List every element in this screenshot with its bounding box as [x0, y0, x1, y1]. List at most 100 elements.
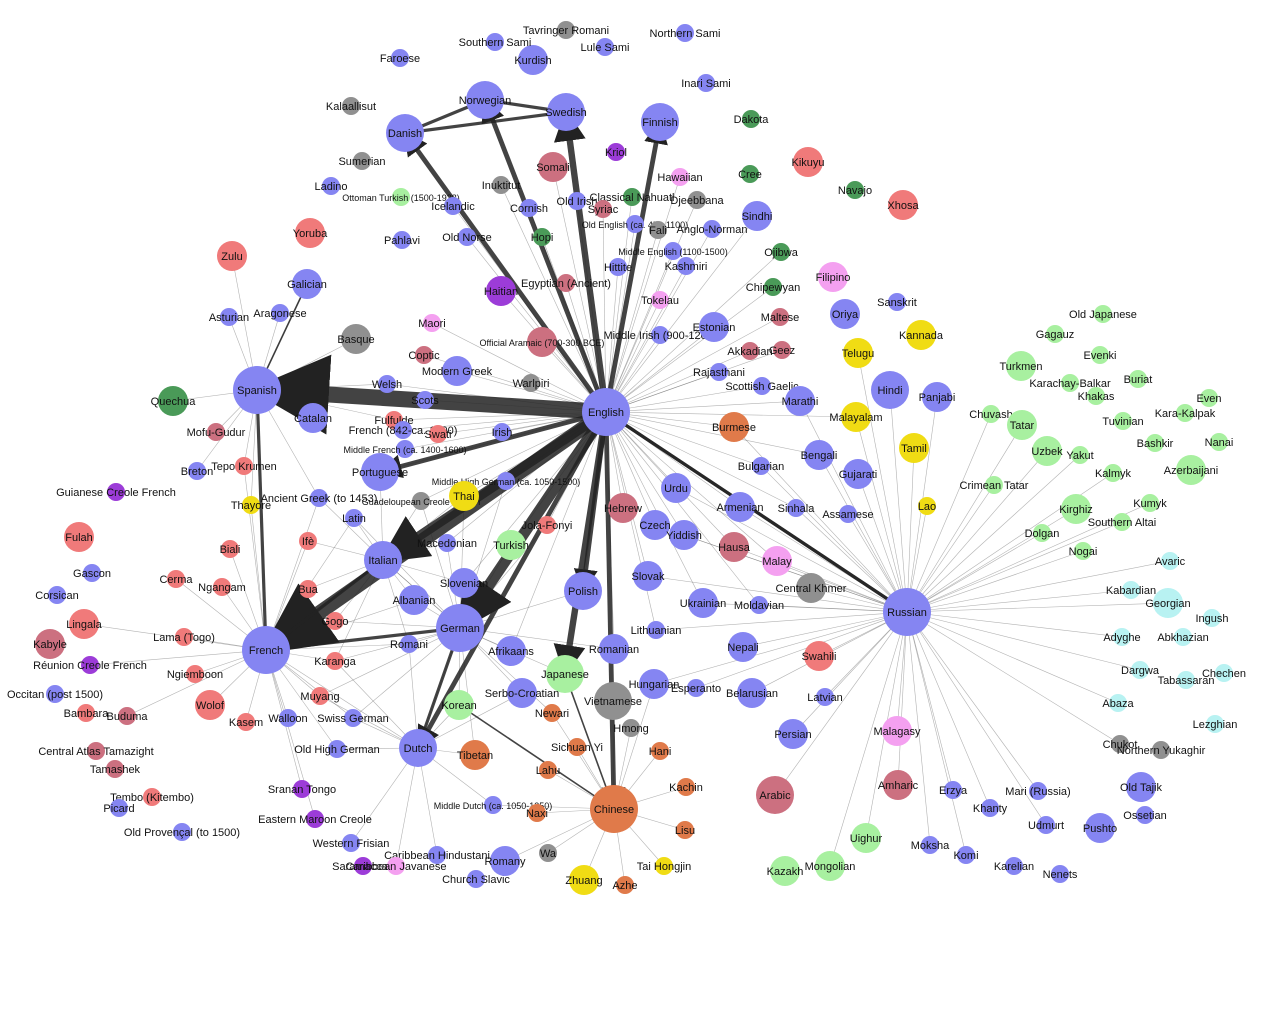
- node-circle-malayalam[interactable]: [841, 402, 871, 432]
- node-hindi[interactable]: Hindi: [871, 371, 909, 409]
- node-korean[interactable]: Korean: [441, 690, 477, 720]
- node-swati[interactable]: Swati: [425, 425, 452, 443]
- node-kannada[interactable]: Kannada: [899, 320, 944, 350]
- node-circle-chuvash[interactable]: [982, 405, 1000, 423]
- node-circle-hopi[interactable]: [533, 228, 551, 246]
- node-circle-kumyk[interactable]: [1141, 494, 1159, 512]
- node-muyang[interactable]: Muyang: [300, 687, 340, 705]
- node-circle-chinese[interactable]: [590, 785, 638, 833]
- node-circle-moldavian[interactable]: [750, 596, 768, 614]
- node-circle-italian[interactable]: [364, 541, 402, 579]
- node-circle-western_frisian[interactable]: [342, 834, 360, 852]
- node-northern_yukaghir[interactable]: Northern Yukaghir: [1117, 741, 1206, 759]
- node-circle-latvian[interactable]: [816, 688, 834, 706]
- node-circle-aragonese[interactable]: [271, 304, 289, 322]
- node-circle-kara_kalpak[interactable]: [1176, 404, 1194, 422]
- node-cree[interactable]: Cree: [738, 165, 762, 183]
- node-hebrew[interactable]: Hebrew: [604, 493, 642, 523]
- node-circle-tibetan[interactable]: [460, 740, 490, 770]
- node-circle-danish[interactable]: [386, 114, 424, 152]
- node-circle-northern_yukaghir[interactable]: [1152, 741, 1170, 759]
- node-circle-ngangam[interactable]: [213, 578, 231, 596]
- node-circle-amharic[interactable]: [883, 770, 913, 800]
- node-kumyk[interactable]: Kumyk: [1133, 494, 1167, 512]
- node-swedish[interactable]: Swedish: [545, 93, 587, 131]
- node-ancient_greek[interactable]: Ancient Greek (to 1453): [261, 489, 378, 507]
- node-danish[interactable]: Danish: [386, 114, 424, 152]
- node-romanian[interactable]: Romanian: [589, 634, 639, 664]
- node-circle-macedonian[interactable]: [438, 534, 456, 552]
- node-circle-mari[interactable]: [1029, 782, 1047, 800]
- node-cerma[interactable]: Cerma: [159, 570, 193, 588]
- node-persian[interactable]: Persian: [774, 719, 812, 749]
- node-crimean_tatar[interactable]: Crimean Tatar: [960, 476, 1029, 494]
- node-circle-zulu[interactable]: [217, 241, 247, 271]
- node-circle-central_atlas[interactable]: [87, 742, 105, 760]
- node-circle-hani[interactable]: [651, 742, 669, 760]
- node-circle-egyptian[interactable]: [557, 274, 575, 292]
- node-circle-lao[interactable]: [918, 497, 936, 515]
- node-circle-rajasthani[interactable]: [710, 363, 728, 381]
- node-circle-zhuang[interactable]: [569, 865, 599, 895]
- node-circle-mongolian[interactable]: [815, 851, 845, 881]
- node-circle-persian[interactable]: [778, 719, 808, 749]
- node-circle-caribbean_javanese[interactable]: [387, 857, 405, 875]
- node-ossetian[interactable]: Ossetian: [1123, 806, 1167, 824]
- node-southern_altai[interactable]: Southern Altai: [1088, 513, 1157, 531]
- node-circle-panjabi[interactable]: [922, 382, 952, 412]
- node-kriol[interactable]: Kriol: [605, 143, 627, 161]
- node-sanskrit[interactable]: Sanskrit: [877, 293, 917, 311]
- node-circle-bashkir[interactable]: [1146, 434, 1164, 452]
- node-circle-biali[interactable]: [221, 540, 239, 558]
- node-circle-ingush[interactable]: [1203, 609, 1221, 627]
- node-coptic[interactable]: Coptic: [408, 346, 440, 364]
- node-circle-middle_dutch[interactable]: [484, 796, 502, 814]
- node-circle-middle_english[interactable]: [664, 242, 682, 260]
- node-middle_english[interactable]: Middle English (1100-1500): [618, 242, 728, 260]
- node-adyghe[interactable]: Adyghe: [1103, 628, 1141, 646]
- node-circle-yoruba_ogoni[interactable]: [326, 612, 344, 630]
- node-circle-somali[interactable]: [538, 152, 568, 182]
- node-circle-marathi[interactable]: [785, 386, 815, 416]
- node-moksha[interactable]: Moksha: [911, 836, 950, 854]
- node-circle-yakut[interactable]: [1071, 446, 1089, 464]
- node-thai[interactable]: Thai: [449, 481, 479, 511]
- node-circle-old_norse[interactable]: [458, 228, 476, 246]
- node-caribbean_hindustani[interactable]: Caribbean Hindustani: [384, 846, 490, 864]
- node-circle-old_english[interactable]: [626, 215, 644, 233]
- node-zulu[interactable]: Zulu: [217, 241, 247, 271]
- node-circle-komi[interactable]: [957, 846, 975, 864]
- node-circle-portuguese[interactable]: [361, 453, 399, 491]
- node-aragonese[interactable]: Aragonese: [253, 304, 307, 322]
- node-cornish[interactable]: Cornish: [510, 199, 548, 217]
- node-basque[interactable]: Basque: [337, 324, 375, 354]
- node-wolof[interactable]: Wolof: [195, 690, 225, 720]
- node-biali[interactable]: Biali: [220, 540, 241, 558]
- node-circle-irish[interactable]: [493, 423, 511, 441]
- node-circle-even[interactable]: [1200, 389, 1218, 407]
- node-kazakh[interactable]: Kazakh: [767, 856, 804, 886]
- node-circle-french[interactable]: [242, 626, 290, 674]
- node-kashmiri[interactable]: Kashmiri: [665, 257, 708, 275]
- node-kurdish[interactable]: Kurdish: [514, 45, 552, 75]
- node-urdu[interactable]: Urdu: [661, 473, 691, 503]
- node-circle-romanian[interactable]: [599, 634, 629, 664]
- node-turkmen[interactable]: Turkmen: [1000, 351, 1043, 381]
- node-even[interactable]: Even: [1196, 389, 1222, 407]
- node-circle-cerma[interactable]: [167, 570, 185, 588]
- node-galician[interactable]: Galician: [287, 269, 327, 299]
- node-georgian[interactable]: Georgian: [1145, 588, 1191, 618]
- node-circle-chechen[interactable]: [1215, 664, 1233, 682]
- node-circle-guadeloupean[interactable]: [412, 492, 430, 510]
- node-circle-udmurt[interactable]: [1037, 816, 1055, 834]
- node-circle-syriac[interactable]: [594, 200, 612, 218]
- node-central_atlas[interactable]: Central Atlas Tamazight: [38, 742, 154, 760]
- node-breton[interactable]: Breton: [181, 462, 213, 480]
- node-circle-basque[interactable]: [341, 324, 371, 354]
- node-abkhazian[interactable]: Abkhazian: [1157, 628, 1209, 646]
- node-circle-chukot[interactable]: [1111, 735, 1129, 753]
- node-tavringer[interactable]: Tavringer Romani: [523, 21, 609, 39]
- node-circle-haitian[interactable]: [486, 276, 516, 306]
- node-circle-catalan[interactable]: [298, 403, 328, 433]
- node-naxi[interactable]: Naxi: [526, 804, 548, 822]
